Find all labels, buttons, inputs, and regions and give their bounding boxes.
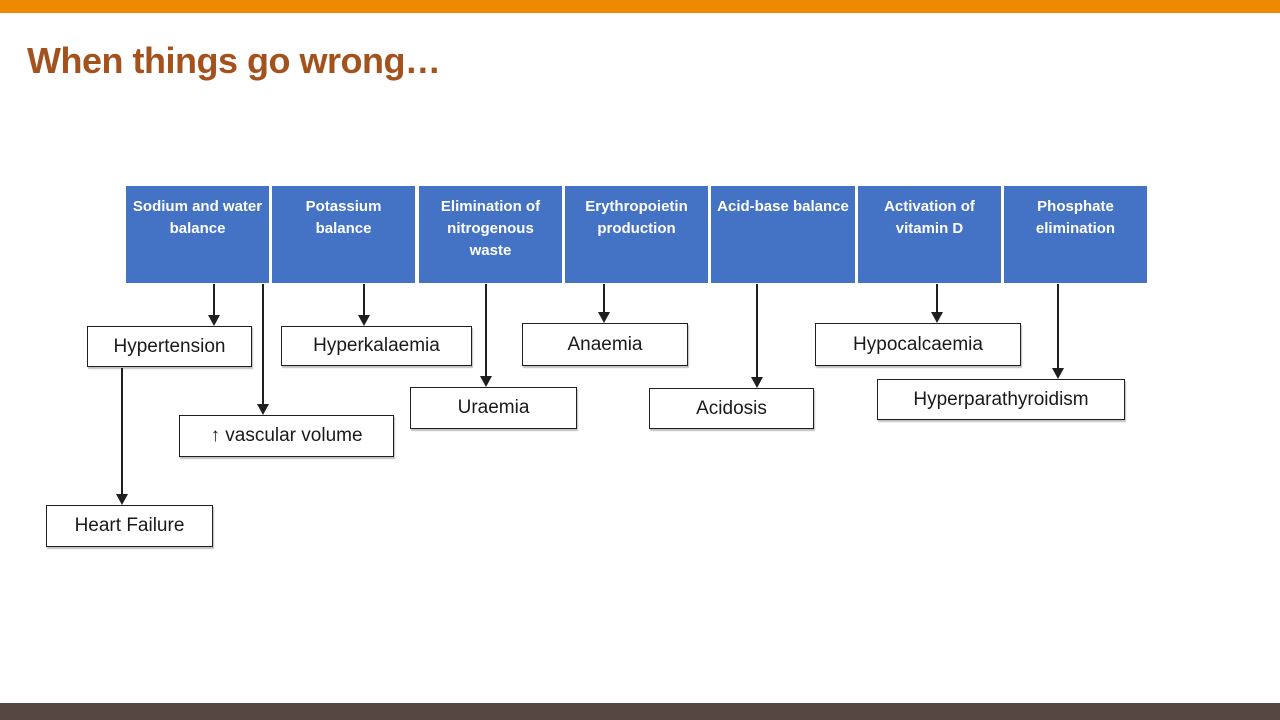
function-box-label: Potassium balance <box>305 198 382 237</box>
outcome-box-label: Hypertension <box>113 335 226 357</box>
arrow-sodium-to-hypertension <box>207 284 221 326</box>
outcome-box-label: Hyperparathyroidism <box>913 388 1089 410</box>
function-box-sodium-water-balance: Sodium and water balance <box>126 186 269 283</box>
arrow-shaft <box>756 284 758 379</box>
outcome-box-uraemia: Uraemia <box>410 387 577 429</box>
function-box-label: Activation of vitamin D <box>884 198 975 237</box>
top-accent-bar <box>0 0 1280 13</box>
arrow-head-icon <box>751 377 763 388</box>
function-box-potassium-balance: Potassium balance <box>272 186 415 283</box>
arrow-sodium-to-vascular-volume <box>256 284 270 415</box>
function-box-label: Sodium and water balance <box>132 198 263 237</box>
function-box-acid-base: Acid-base balance <box>711 186 855 283</box>
outcome-box-label: Hyperkalaemia <box>313 335 440 356</box>
arrow-head-icon <box>931 312 943 323</box>
arrow-shaft <box>485 284 487 378</box>
outcome-box-heart-failure: Heart Failure <box>46 505 213 547</box>
outcome-box-label: Acidosis <box>696 397 767 419</box>
function-box-label: Erythropoietin production <box>585 198 688 237</box>
arrow-head-icon <box>480 376 492 387</box>
function-box-label: Phosphate elimination <box>1035 198 1116 237</box>
outcome-box-increased-vascular-volume: ↑ vascular volume <box>179 415 394 457</box>
arrow-head-icon <box>1052 368 1064 379</box>
outcome-box-label: Hypocalcaemia <box>853 333 983 355</box>
slide-title: When things go wrong… <box>27 40 441 81</box>
arrow-head-icon <box>358 315 370 326</box>
outcome-box-label: Uraemia <box>457 397 530 418</box>
arrow-hypertension-to-heart-failure <box>115 368 129 505</box>
arrow-head-icon <box>598 312 610 323</box>
arrow-shaft <box>603 284 605 314</box>
function-box-vitamin-d: Activation of vitamin D <box>858 186 1001 283</box>
outcome-box-anaemia: Anaemia <box>522 323 688 366</box>
outcome-box-label: ↑ vascular volume <box>210 425 363 446</box>
outcome-box-hyperkalaemia: Hyperkalaemia <box>281 326 472 366</box>
arrow-head-icon <box>208 315 220 326</box>
function-box-label: Elimination of nitrogenous waste <box>440 198 541 259</box>
arrow-acid-base-to-acidosis <box>750 284 764 388</box>
function-box-phosphate-elimination: Phosphate elimination <box>1004 186 1147 283</box>
outcome-box-hypocalcaemia: Hypocalcaemia <box>815 323 1021 366</box>
outcome-box-label: Heart Failure <box>74 515 185 536</box>
arrow-vitamin-d-to-hypocalcaemia <box>930 284 944 323</box>
outcome-box-acidosis: Acidosis <box>649 388 814 429</box>
arrow-waste-to-uraemia <box>479 284 493 387</box>
arrow-shaft <box>363 284 365 317</box>
outcome-box-hyperparathyroidism: Hyperparathyroidism <box>877 379 1125 420</box>
function-box-erythropoietin: Erythropoietin production <box>565 186 708 283</box>
arrow-shaft <box>262 284 264 406</box>
arrow-shaft <box>936 284 938 314</box>
outcome-box-label: Anaemia <box>567 333 643 355</box>
arrow-head-icon <box>257 404 269 415</box>
arrow-erythropoietin-to-anaemia <box>597 284 611 323</box>
arrow-shaft <box>121 368 123 496</box>
arrow-phosphate-to-hyperparathyroidism <box>1051 284 1065 379</box>
arrow-potassium-to-hyperkalaemia <box>357 284 371 326</box>
arrow-head-icon <box>116 494 128 505</box>
function-box-label: Acid-base balance <box>717 198 849 215</box>
bottom-footer-bar <box>0 703 1280 720</box>
arrow-shaft <box>213 284 215 317</box>
outcome-box-hypertension: Hypertension <box>87 326 252 367</box>
arrow-shaft <box>1057 284 1059 370</box>
function-box-nitrogenous-waste: Elimination of nitrogenous waste <box>419 186 562 283</box>
